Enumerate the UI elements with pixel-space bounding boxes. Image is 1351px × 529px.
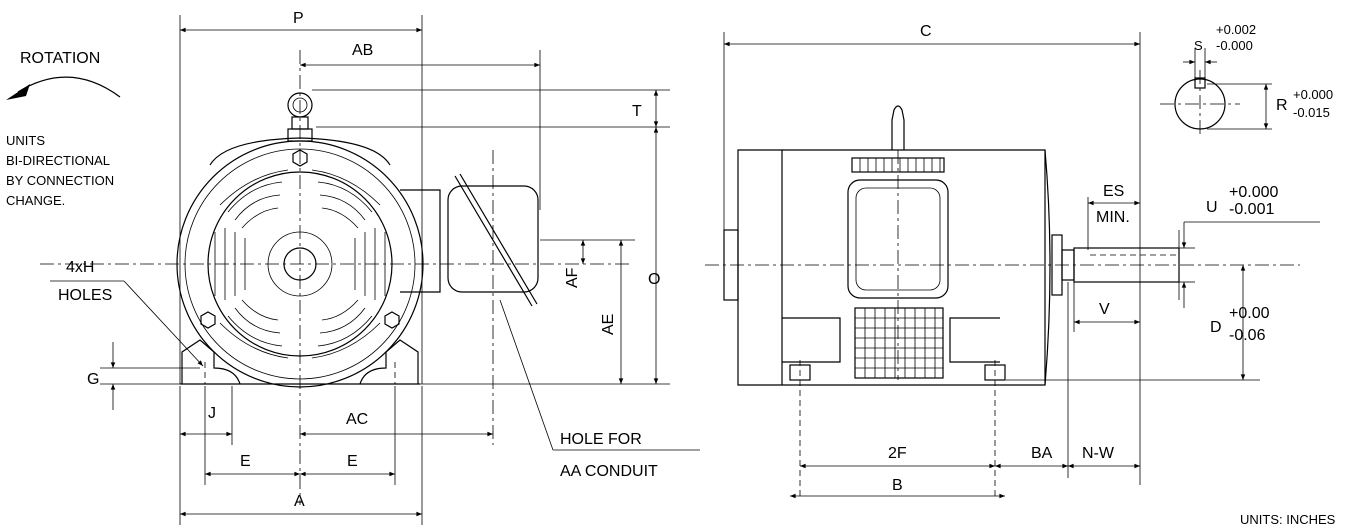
dim-C-label: C [920, 23, 932, 40]
dim-AC-label: AC [346, 411, 368, 428]
rotation-arrowhead-icon [6, 84, 30, 100]
dim-U-tol-plus: +0.000 [1229, 184, 1278, 201]
units-note-line2: BI-DIRECTIONAL [6, 153, 110, 168]
dim-B-label: B [892, 477, 903, 494]
dim-V-label: V [1099, 301, 1110, 318]
conduit-label-line2: AA CONDUIT [560, 463, 658, 480]
dim-A-label: A [294, 493, 305, 510]
dim-S-tol-minus: -0.000 [1216, 38, 1253, 53]
dim-D-tol-minus: -0.06 [1229, 327, 1266, 344]
dim-S-label: S [1194, 38, 1203, 53]
dim-AB-label: AB [352, 42, 373, 59]
holes-label-text: HOLES [58, 287, 112, 304]
dim-ES-min-label: MIN. [1096, 209, 1130, 226]
dim-R-tol-minus: -0.015 [1293, 105, 1330, 120]
dim-AE-label: AE [600, 314, 617, 335]
rotation-arrow-icon [17, 76, 121, 98]
dim-S-tol-plus: +0.002 [1216, 22, 1256, 37]
dim-AF-label: AF [564, 267, 581, 288]
shaft-key-detail: S +0.002 -0.000 R +0.000 -0.015 [1160, 22, 1333, 138]
rotation-note: ROTATION UNITS BI-DIRECTIONAL BY CONNECT… [6, 50, 121, 208]
dim-U-label: U [1206, 199, 1218, 216]
side-view: C ES MIN. U +0.000 -0.001 V D +0.00 -0.0… [705, 23, 1320, 500]
dim-R-label: R [1276, 97, 1288, 114]
holes-label-count: 4xH [66, 259, 94, 276]
dim-O-label: O [648, 271, 660, 288]
dim-J-label: J [208, 405, 216, 422]
dim-U-tol-minus: -0.001 [1229, 201, 1274, 218]
units-note-line3: BY CONNECTION [6, 173, 114, 188]
dim-D-label: D [1210, 319, 1222, 336]
dim-E-left-label: E [240, 453, 251, 470]
front-view: P AB T O AE AF 4xH HOLES G J [40, 10, 700, 525]
dim-D-tol-plus: +0.00 [1229, 305, 1270, 322]
dim-G-label: G [87, 371, 99, 388]
dim-NW-label: N-W [1082, 445, 1115, 462]
dim-T-label: T [632, 103, 642, 120]
dim-P-label: P [293, 10, 304, 27]
dim-R-tol-plus: +0.000 [1293, 87, 1333, 102]
dim-2F-label: 2F [888, 445, 907, 462]
rotation-label: ROTATION [20, 50, 100, 67]
units-note-line4: CHANGE. [6, 193, 65, 208]
dim-BA-label: BA [1031, 445, 1053, 462]
conduit-label-line1: HOLE FOR [560, 431, 642, 448]
dim-E-right-label: E [347, 453, 358, 470]
units-note-line1: UNITS [6, 133, 45, 148]
dim-ES-label: ES [1103, 183, 1124, 200]
units-inches-note: UNITS: INCHES [1240, 512, 1336, 527]
